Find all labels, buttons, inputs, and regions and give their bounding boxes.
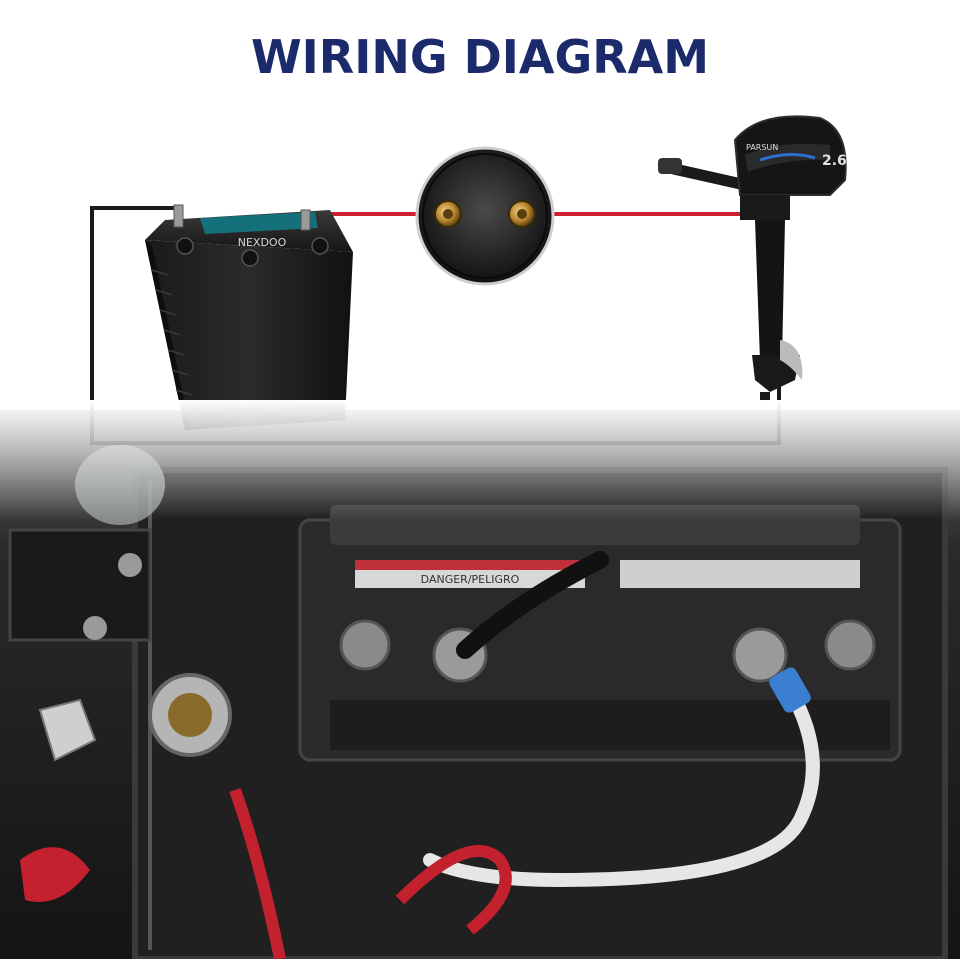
battery-negative-terminal (173, 204, 184, 228)
photo-terminal-neg (732, 627, 788, 683)
photo-battery: DANGER/PELIGRO (298, 505, 902, 762)
motor-hp-badge: 2.6 (822, 153, 847, 169)
photo-battery-switch (8, 528, 232, 902)
installation-photo: DANGER/PELIGRO (0, 410, 960, 959)
photo-black-cable (456, 551, 609, 659)
page-title: WIRING DIAGRAM (250, 30, 710, 84)
photo-terminal-left (339, 619, 391, 671)
battery-positive-terminal (300, 209, 311, 231)
battery: NEXDOO (145, 204, 353, 430)
blue-connector (769, 667, 811, 713)
outboard-motor: PARSUN 2.6 (658, 115, 847, 402)
battery-switch (415, 146, 555, 286)
photo-white-cable (423, 683, 820, 888)
photo-red-cable (229, 787, 286, 959)
photo-terminal-right (824, 619, 876, 671)
warning-label: DANGER/PELIGRO (421, 573, 520, 586)
motor-logo: PARSUN (746, 143, 778, 152)
battery-label-strip (200, 212, 318, 234)
propeller (780, 340, 803, 380)
battery-brand: NEXDOO (238, 236, 287, 249)
red-terminal-cap (20, 847, 90, 902)
